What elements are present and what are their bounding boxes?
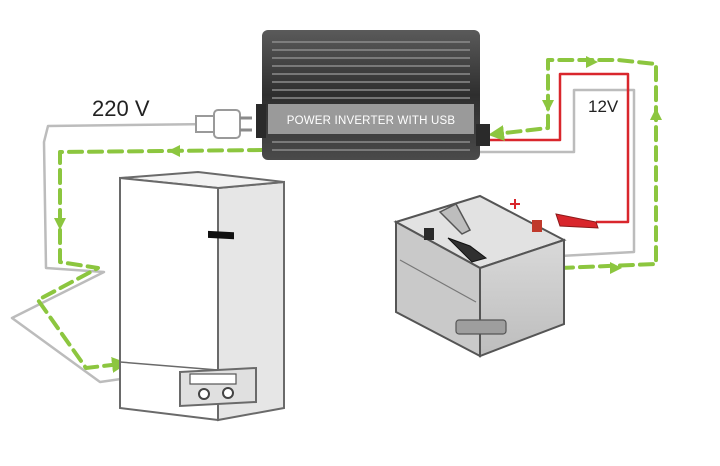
cables bbox=[10, 88, 636, 384]
negative-cable bbox=[476, 88, 636, 258]
plug-icon bbox=[195, 109, 252, 139]
gas-boiler bbox=[119, 170, 285, 422]
boiler-logo-slot bbox=[208, 230, 234, 240]
flow-dc-path bbox=[488, 58, 658, 270]
flow-arrowheads bbox=[54, 56, 662, 274]
car-battery bbox=[393, 194, 599, 358]
positive-terminal bbox=[532, 220, 542, 232]
ac-cable bbox=[10, 122, 215, 384]
boiler-knob-right bbox=[222, 387, 234, 399]
positive-clamp bbox=[555, 213, 599, 229]
label-12v: 12V bbox=[588, 97, 619, 116]
flow-arrows bbox=[36, 58, 658, 373]
power-inverter: POWER INVERTER WITH USB bbox=[256, 30, 490, 160]
plus-sign bbox=[510, 199, 520, 209]
negative-clamp bbox=[447, 237, 488, 263]
boiler-knob-left bbox=[198, 388, 210, 400]
flow-ac-path bbox=[36, 148, 264, 373]
inverter-label: POWER INVERTER WITH USB bbox=[287, 115, 456, 127]
negative-terminal bbox=[424, 228, 434, 240]
positive-cable bbox=[474, 72, 630, 224]
label-220v: 220 V bbox=[92, 96, 150, 121]
